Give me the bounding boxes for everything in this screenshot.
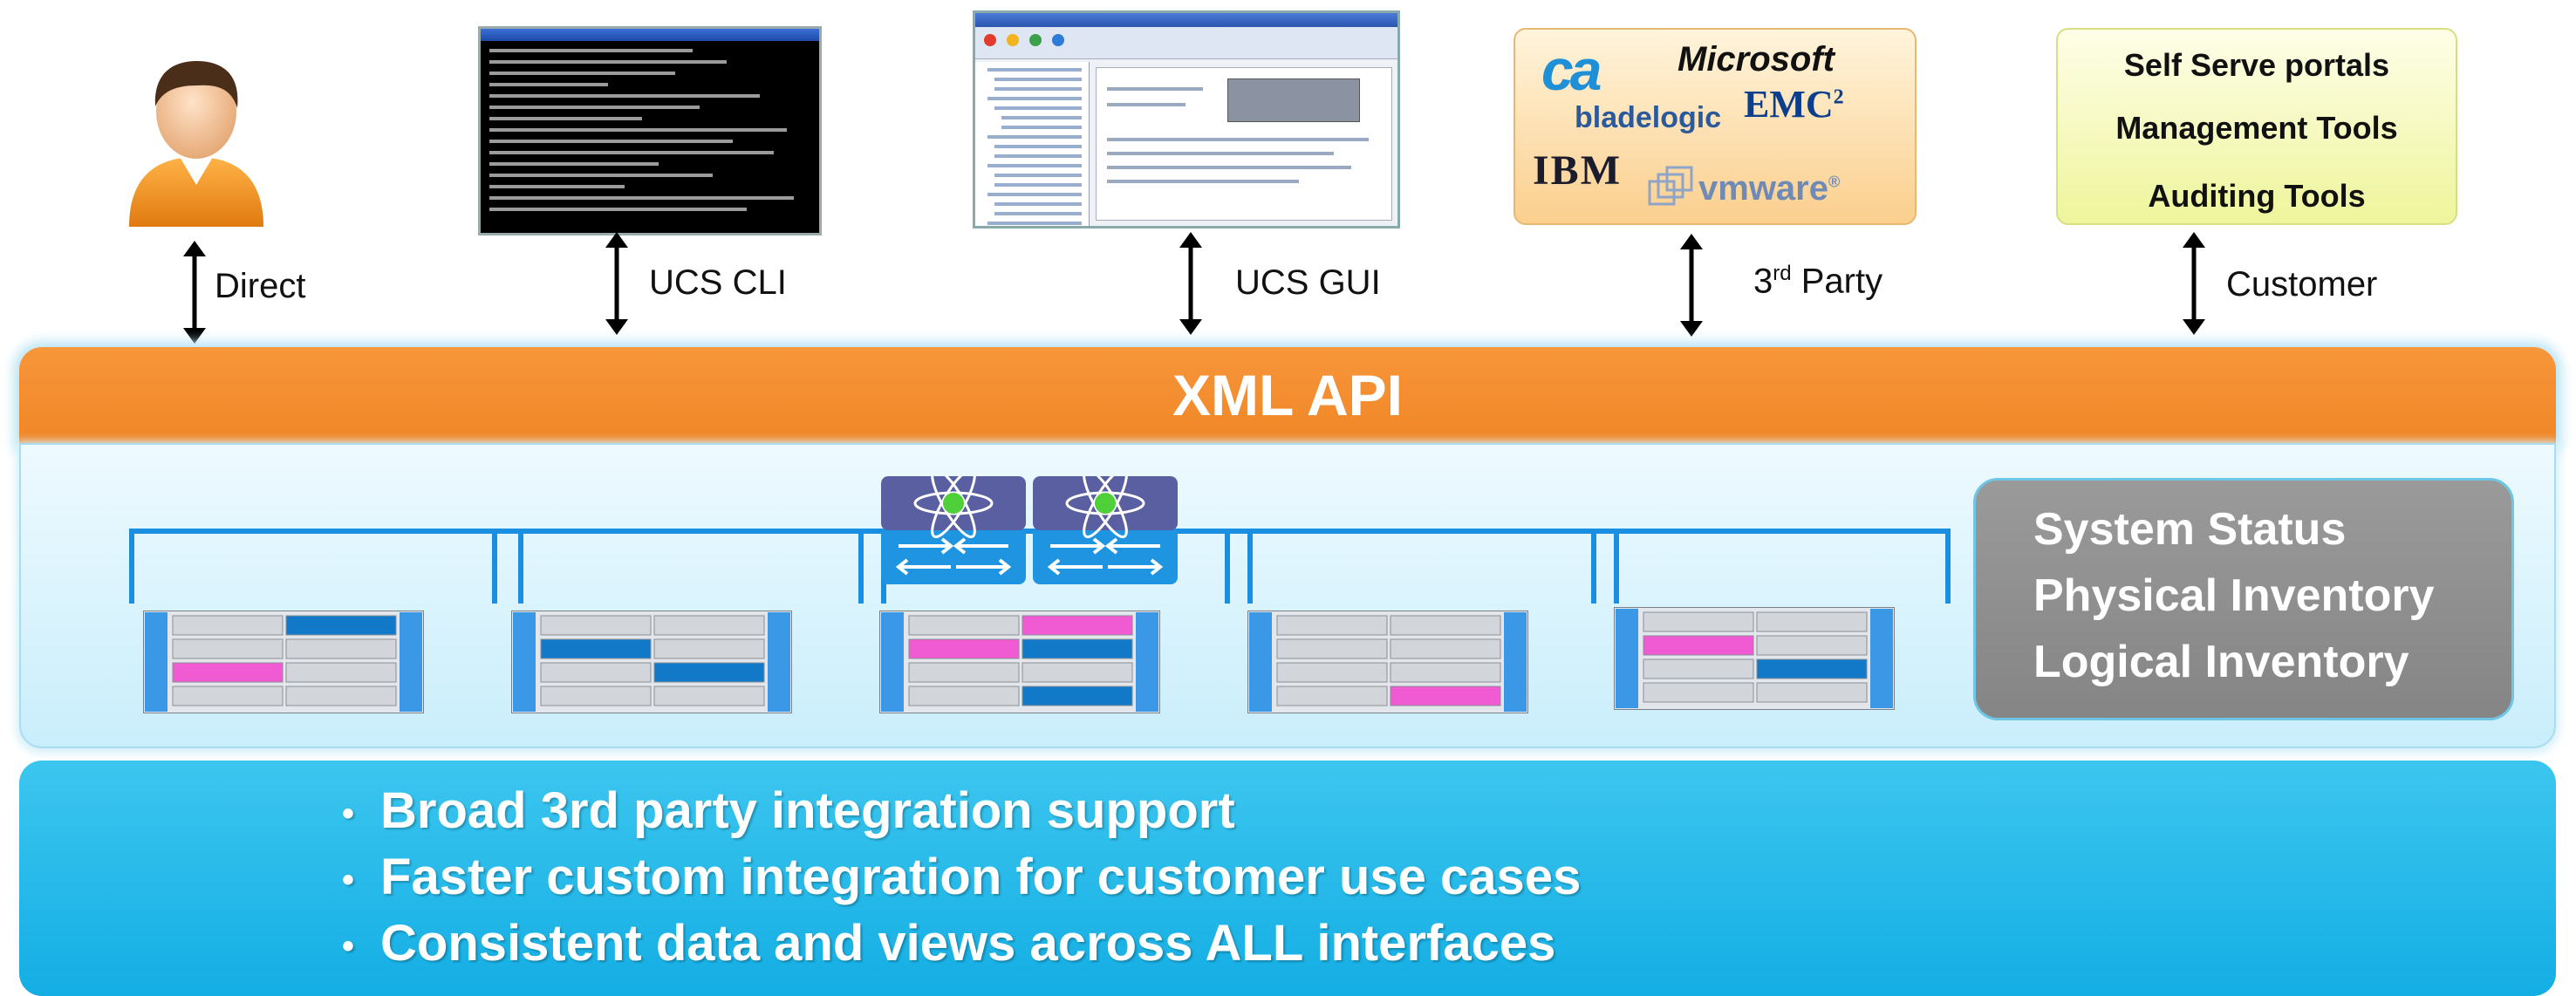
customer-item-auditing: Auditing Tools — [2148, 178, 2366, 214]
xml-api-title: XML API — [1172, 363, 1404, 427]
third-party-vendor-logos: ca Microsoft bladelogic EMC2 IBM vmware® — [1513, 28, 1917, 225]
third-party-arrow-icon — [1680, 234, 1703, 337]
direct-arrow-icon — [183, 241, 206, 344]
connection-label-gui: UCS GUI — [1235, 263, 1381, 302]
vmware-squares-icon — [1648, 166, 1693, 206]
customer-arrow-icon — [2183, 232, 2205, 335]
fabric-switch-icon — [881, 476, 1026, 584]
benefit-item: •Faster custom integration for customer … — [342, 849, 1582, 905]
benefits-panel: •Broad 3rd party integration support •Fa… — [19, 761, 2556, 996]
connection-label-customer: Customer — [2226, 265, 2378, 304]
bladelogic-logo: bladelogic — [1575, 101, 1722, 134]
customer-item-portals: Self Serve portals — [2123, 47, 2390, 83]
blade-chassis — [1247, 611, 1528, 713]
bus-line — [1225, 529, 1619, 604]
microsoft-logo: Microsoft — [1677, 40, 1835, 78]
cli-screenshot — [478, 26, 822, 235]
status-inventory-panel: System Status Physical Inventory Logical… — [1973, 478, 2514, 720]
gui-arrow-icon — [1179, 232, 1202, 335]
status-item-logical: Logical Inventory — [2033, 637, 2409, 687]
connection-label-third-party: 3rd Party — [1753, 262, 1883, 301]
blade-chassis — [1614, 607, 1895, 710]
benefit-item: •Broad 3rd party integration support — [342, 782, 1235, 839]
vmware-logo: vmware® — [1698, 169, 1841, 208]
gui-screenshot — [973, 10, 1400, 229]
customer-item-management: Management Tools — [2115, 110, 2398, 146]
connection-label-direct: Direct — [215, 267, 306, 305]
bus-line — [1591, 529, 1951, 604]
user-person-icon — [129, 61, 263, 227]
blade-chassis — [511, 611, 792, 713]
customer-tools-box: Self Serve portals Management Tools Audi… — [2056, 28, 2457, 225]
emc-logo: EMC2 — [1744, 83, 1844, 126]
connection-label-cli: UCS CLI — [649, 263, 787, 302]
ibm-logo: IBM — [1533, 147, 1622, 194]
cli-arrow-icon — [605, 232, 628, 335]
status-item-system: System Status — [2033, 504, 2347, 555]
benefit-item: •Consistent data and views across ALL in… — [342, 915, 1556, 972]
ca-logo: ca — [1541, 38, 1602, 102]
bus-line — [492, 529, 886, 604]
blade-chassis — [879, 611, 1160, 713]
xml-api-bar: XML API — [19, 347, 2556, 445]
status-item-physical: Physical Inventory — [2033, 570, 2435, 621]
bus-line — [129, 529, 523, 604]
fabric-switch-icon — [1033, 476, 1178, 584]
blade-chassis — [143, 611, 424, 713]
